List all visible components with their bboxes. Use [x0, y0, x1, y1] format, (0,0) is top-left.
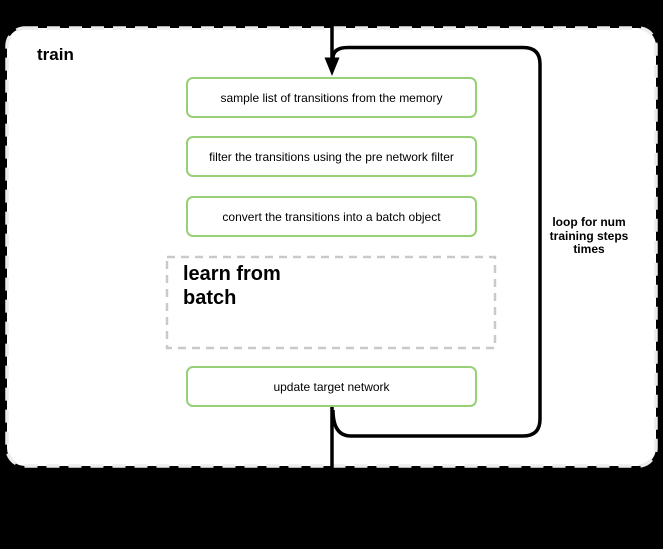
- loop-annotation-line-3: times: [573, 242, 605, 256]
- step-label: filter the transitions using the pre net…: [209, 149, 454, 164]
- step-label: convert the transitions into a batch obj…: [222, 209, 441, 224]
- step-box-sample-transitions: sample list of transitions from the memo…: [186, 77, 477, 118]
- loop-path: [331, 45, 542, 438]
- step-box-filter-transitions: filter the transitions using the pre net…: [186, 136, 477, 177]
- subprocess-label: learn from batch: [183, 262, 281, 310]
- subprocess-label-line-2: batch: [183, 287, 237, 309]
- train-container-outline: [5, 26, 658, 468]
- step-box-update-target-network: update target network: [186, 366, 477, 407]
- loop-annotation-line-1: loop for num: [552, 215, 626, 229]
- subprocess-box-outline: [165, 255, 497, 350]
- train-container-title: train: [37, 45, 74, 64]
- subprocess-label-line-1: learn from: [183, 263, 281, 285]
- step-label: update target network: [273, 379, 390, 394]
- entry-arrowhead-icon: [324, 57, 340, 76]
- loop-annotation: loop for num training steps times: [534, 215, 644, 257]
- step-label: sample list of transitions from the memo…: [220, 90, 443, 105]
- step-box-convert-to-batch: convert the transitions into a batch obj…: [186, 196, 477, 237]
- loop-annotation-line-2: training steps: [549, 228, 629, 243]
